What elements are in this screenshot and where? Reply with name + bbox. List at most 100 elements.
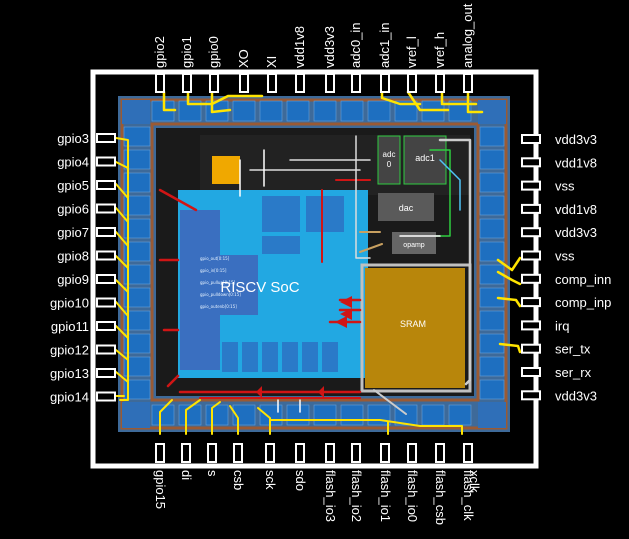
pin-label: XI	[264, 56, 279, 68]
pin-label: gpio12	[50, 343, 89, 358]
pin-box	[521, 203, 541, 214]
pin-label: vdd3v3	[322, 26, 337, 68]
dac-block	[378, 193, 434, 221]
pin-label: gpio6	[57, 202, 89, 217]
bottom-pad-cell	[448, 404, 472, 426]
pin-gpio1: gpio1	[179, 36, 194, 93]
pin-vdd1v8: vdd1v8	[292, 26, 307, 93]
pad-cells	[123, 100, 505, 426]
pin-box	[521, 297, 541, 308]
left-pad-cell	[123, 172, 151, 193]
pin-label: gpio10	[50, 296, 89, 311]
pin-box	[96, 227, 116, 237]
pin-box	[351, 73, 361, 93]
pin-box	[463, 443, 473, 463]
left-pad-cell	[123, 126, 151, 147]
pin-box	[521, 227, 541, 238]
pin-ser_tx: ser_tx	[521, 342, 591, 357]
pin-box	[267, 73, 277, 93]
pin-label: gpio7	[57, 225, 89, 240]
pin-box	[521, 343, 541, 354]
pin-label: xclk	[467, 470, 482, 493]
pin-box	[325, 73, 335, 93]
corner-cell-bl	[122, 402, 150, 428]
pin-label: comp_inp	[555, 295, 611, 310]
pin-label: vdd3v3	[555, 132, 597, 147]
bottom-pad-cell	[151, 404, 175, 426]
core-ring	[150, 122, 480, 402]
package-outline	[90, 69, 539, 469]
svg-text:gpio_out[0:15]: gpio_out[0:15]	[200, 256, 230, 261]
pin-label: vref_h	[432, 32, 447, 68]
pin-label: flash_csb	[433, 470, 448, 525]
pin-label: gpio14	[50, 390, 89, 405]
left-pad-cell	[123, 310, 151, 331]
pin-box	[239, 73, 249, 93]
pin-label: adc0_in	[348, 22, 363, 68]
pin-box	[96, 133, 116, 143]
adc1-block	[403, 135, 447, 185]
pin-sck: sck	[263, 443, 278, 490]
pin-label: di	[179, 470, 194, 480]
pin-label: flash_io2	[349, 470, 364, 522]
right-pad-cell	[479, 310, 505, 331]
pin-box	[325, 443, 335, 463]
bottom-pad-cell	[421, 404, 445, 426]
pin-label: sck	[263, 470, 278, 490]
pin-vdd1v8: vdd1v8	[521, 155, 597, 170]
pin-xclk: xclk	[467, 470, 482, 493]
pin-gpio9: gpio9	[57, 272, 116, 287]
corner-cell-br	[478, 402, 506, 428]
right-pad-cell	[479, 149, 505, 170]
pin-box	[435, 443, 445, 463]
right-pad-cell	[479, 195, 505, 216]
pin-vss: vss	[521, 179, 575, 194]
pin-XI: XI	[264, 56, 279, 93]
pin-box	[463, 73, 473, 93]
pin-box	[96, 250, 116, 261]
top-pad-cell	[394, 100, 418, 122]
left-pad-cell	[123, 218, 151, 239]
pin-box	[407, 73, 417, 93]
pin-sdo: sdo	[293, 443, 308, 491]
svg-text:gpio_pullup[0:15]: gpio_pullup[0:15]	[200, 280, 236, 285]
pin-flash_io3: flash_io3	[323, 443, 338, 522]
right-pad-cell	[479, 379, 505, 400]
pin-gpio12: gpio12	[50, 343, 116, 358]
pin-label: comp_inn	[555, 272, 611, 287]
opamp-block	[392, 232, 436, 254]
pin-label: vss	[555, 249, 575, 264]
sram-label: SRAM	[400, 319, 426, 329]
pin-vdd3v3: vdd3v3	[521, 388, 597, 403]
pins-right: vdd3v3vdd1v8vssvdd1v8vdd3v3vsscomp_innco…	[521, 132, 611, 403]
pin-box	[407, 443, 417, 463]
pin-box	[295, 73, 305, 93]
pin-comp_inp: comp_inp	[521, 295, 611, 310]
right-pad-cell	[479, 218, 505, 239]
left-pad-cell	[123, 149, 151, 170]
pin-box	[96, 180, 116, 190]
pin-s: s	[205, 443, 220, 477]
pin-gpio10: gpio10	[50, 296, 116, 311]
pin-gpio3: gpio3	[57, 131, 116, 146]
corner-cell-tl	[122, 100, 150, 124]
pin-label: gpio3	[57, 131, 89, 146]
pin-label: gpio8	[57, 249, 89, 264]
pin-vdd3v3: vdd3v3	[521, 132, 597, 147]
right-pad-cell	[479, 172, 505, 193]
pin-label: vdd3v3	[555, 225, 597, 240]
pin-box	[521, 250, 541, 261]
tiny-labels: gpio_out[0:15] gpio_in[0:15] gpio_pullup…	[200, 256, 241, 309]
pin-label: gpio0	[206, 36, 221, 68]
pin-label: flash_io1	[378, 470, 393, 522]
pin-gpio11: gpio11	[51, 319, 116, 334]
pin-box	[521, 320, 541, 331]
pin-box	[233, 443, 243, 463]
top-pad-cell	[178, 100, 202, 122]
pin-box	[521, 180, 541, 191]
dac-label: dac	[399, 203, 414, 213]
pin-gpio4: gpio4	[57, 155, 116, 170]
